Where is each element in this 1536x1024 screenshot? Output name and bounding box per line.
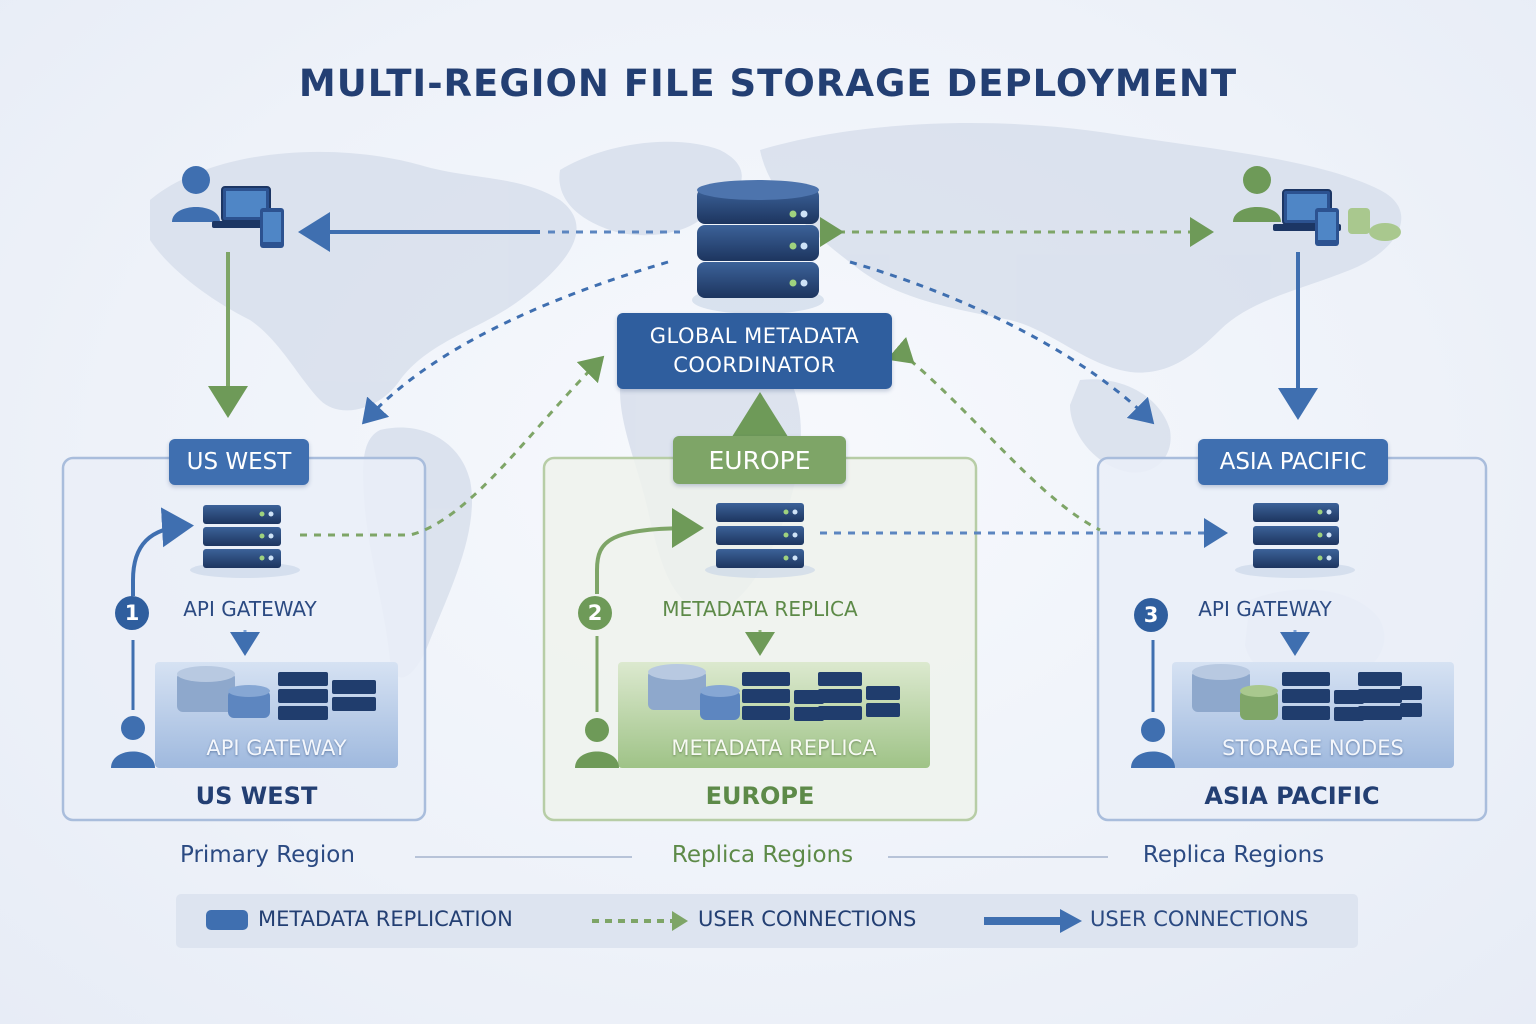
us-west-storage-cluster <box>155 662 398 768</box>
europe-storage-cluster <box>618 662 930 768</box>
apac-role-label: Replica Regions <box>1142 842 1325 868</box>
region-tag-asia-pacific: ASIA PACIFIC <box>1198 439 1388 485</box>
legend-user-connections-solid: USER CONNECTIONS <box>1090 907 1309 931</box>
us-user-workstation-icon <box>172 166 284 248</box>
solid-blue-arrow-icon <box>984 909 1082 933</box>
region-tag-us-west: US WEST <box>169 439 309 485</box>
europe-role-label: Replica Regions <box>671 842 854 868</box>
us-west-user-flow-arrow <box>131 507 194 596</box>
diagram-title: MULTI-REGION FILE STORAGE DEPLOYMENT <box>298 62 1238 105</box>
region-tag-europe: EUROPE <box>673 436 846 484</box>
global-metadata-coordinator-label: GLOBAL METADATA COORDINATOR <box>617 313 892 389</box>
europe-inner-label: METADATA REPLICA <box>662 597 858 621</box>
apac-user-workstation-icon <box>1233 166 1401 246</box>
central-database-icon <box>692 180 824 314</box>
legend: METADATA REPLICATION USER CONNECTIONS US… <box>176 894 1358 948</box>
legend-metadata-replication: METADATA REPLICATION <box>258 907 513 931</box>
us-west-role-label: Primary Region <box>180 842 355 868</box>
db-swatch-icon <box>206 910 248 930</box>
apac-inner-label: API GATEWAY <box>1198 597 1332 621</box>
step-1-badge: 1 <box>115 596 149 630</box>
step-3-badge: 3 <box>1134 598 1168 632</box>
coordinator-line-2: COORDINATOR <box>673 353 836 377</box>
apac-cluster-label: STORAGE NODES <box>1222 736 1404 760</box>
coordinator-line-1: GLOBAL METADATA <box>649 324 860 348</box>
us-west-to-coordinator-replication <box>300 355 605 537</box>
coordinator-to-us-west-arc <box>361 260 669 425</box>
europe-user-flow-arrow <box>595 508 704 594</box>
europe-server-rack-icon <box>705 503 815 578</box>
apac-user-icon <box>1131 718 1175 768</box>
us-west-server-rack-icon <box>190 505 300 578</box>
europe-cluster-label: METADATA REPLICA <box>671 736 877 760</box>
legend-user-connections-dashed: USER CONNECTIONS <box>698 907 917 931</box>
apac-server-rack-icon <box>1235 503 1355 578</box>
europe-footer: EUROPE <box>705 782 815 810</box>
apac-footer: ASIA PACIFIC <box>1204 782 1380 810</box>
us-west-user-icon <box>111 716 155 768</box>
step-2-badge: 2 <box>578 596 612 630</box>
apac-storage-cluster <box>1172 662 1454 768</box>
europe-user-icon <box>575 718 619 768</box>
us-west-cluster-label: API GATEWAY <box>206 736 347 760</box>
us-west-footer: US WEST <box>195 782 318 810</box>
coordinator-to-apac-replication <box>886 336 1101 532</box>
dashed-green-arrow-icon <box>592 911 688 931</box>
us-west-inner-label: API GATEWAY <box>183 597 317 621</box>
